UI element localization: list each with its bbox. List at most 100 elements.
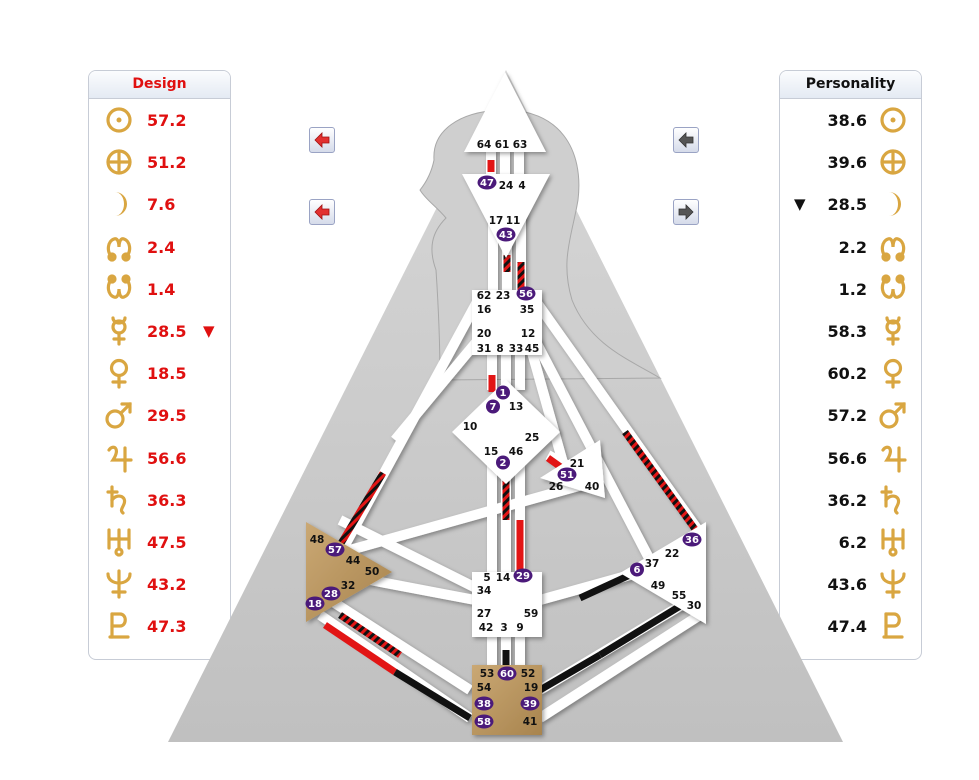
personality-row-mars: 57.2 (780, 397, 921, 433)
left-arrow-icon (314, 204, 330, 220)
gate-28-marker (321, 586, 341, 601)
left-arrow-icon (678, 132, 694, 148)
gate-25: 25 (525, 432, 540, 444)
design-row-moon: 7.6 (89, 186, 230, 222)
gate-2: 2 (500, 458, 507, 469)
personality-row-moon: 28.5▼ (780, 186, 921, 222)
gate-23: 23 (496, 290, 511, 302)
gate-26: 26 (549, 481, 564, 493)
gate-60: 60 (500, 669, 514, 680)
gate-38-marker (474, 696, 494, 711)
pluto-icon (108, 612, 130, 639)
gate-19: 19 (524, 682, 539, 694)
personality-value: 57.2 (827, 406, 867, 426)
personality-row-earth: 39.6 (780, 144, 921, 180)
personality-row-uranus: 6.2 (780, 524, 921, 560)
gate-48: 48 (310, 534, 325, 546)
gate-4: 4 (518, 180, 525, 192)
gate-21: 21 (570, 458, 585, 470)
personality-value: 56.6 (827, 448, 867, 468)
pluto-icon (882, 612, 904, 639)
sun-icon (106, 107, 132, 133)
gate-37: 37 (645, 558, 660, 570)
gate-24: 24 (499, 180, 514, 192)
gate-54: 54 (477, 682, 492, 694)
design-row-neptune: 43.2 (89, 566, 230, 602)
personality-row-pluto: 47.4 (780, 608, 921, 644)
personality-value: 58.3 (827, 322, 867, 341)
venus-icon (109, 359, 129, 389)
gate-11: 11 (506, 215, 521, 227)
gate-29: 29 (516, 571, 530, 582)
gate-42: 42 (479, 622, 494, 634)
gate-1-marker (496, 385, 510, 400)
gate-59: 59 (524, 608, 539, 620)
gate-51: 51 (560, 470, 574, 481)
gate-60-marker (497, 666, 517, 681)
gate-43-marker (496, 227, 516, 242)
moon-icon (115, 192, 127, 217)
design-value: 7.6 (147, 195, 176, 215)
design-row-uranus: 47.5 (89, 524, 230, 560)
design-row-pluto: 47.3 (89, 608, 230, 644)
uranus-icon (881, 528, 905, 557)
design-value: 43.2 (147, 575, 187, 595)
jupiter-icon (107, 445, 133, 473)
gate-46: 46 (509, 446, 524, 458)
mars-icon (879, 402, 906, 429)
personality-value: 60.2 (827, 364, 867, 384)
design-value: 29.5 (147, 406, 187, 426)
design-value: 2.4 (147, 237, 176, 257)
design-value: 47.5 (147, 533, 187, 552)
personality-value: 38.6 (827, 111, 867, 130)
gate-50: 50 (365, 566, 380, 578)
gate-49: 49 (651, 580, 666, 592)
gate-61: 61 (495, 139, 510, 151)
saturn-icon (106, 485, 127, 515)
gate-8: 8 (496, 343, 503, 355)
gate-52: 52 (521, 668, 536, 680)
personality-next-button[interactable] (673, 199, 699, 225)
g-center (452, 380, 560, 484)
south-node-icon (880, 274, 906, 299)
personality-value: 2.2 (838, 237, 867, 257)
gate-33: 33 (509, 343, 524, 355)
personality-prev-button[interactable] (673, 127, 699, 153)
activated-channel-segments (323, 160, 700, 721)
gate-29-marker (513, 568, 533, 583)
gate-7: 7 (490, 402, 497, 413)
gate-36-marker (682, 532, 702, 547)
north-node-icon (880, 236, 906, 262)
venus-icon (883, 359, 903, 389)
right-arrow-icon (678, 204, 694, 220)
personality-row-venus: 60.2 (780, 355, 921, 391)
gate-17: 17 (489, 215, 504, 227)
sacral-center (472, 572, 542, 637)
gate-43: 43 (499, 230, 513, 241)
gate-32: 32 (341, 580, 356, 592)
gate-58: 58 (477, 717, 491, 728)
personality-value: 47.4 (827, 617, 867, 637)
gate-38: 38 (477, 699, 491, 710)
neptune-icon (880, 569, 906, 599)
gate-22: 22 (665, 548, 680, 560)
design-row-earth: 51.2 (89, 144, 230, 180)
neptune-icon (106, 569, 132, 599)
design-row-sun: 57.2 (89, 102, 230, 138)
design-value: 1.4 (147, 279, 176, 299)
solar-plexus-center (620, 522, 706, 624)
gate-7-marker (486, 399, 500, 414)
gate-6: 6 (634, 565, 641, 576)
ajna-center (462, 174, 550, 258)
design-prev-button-1[interactable] (309, 127, 335, 153)
mercury-icon (111, 316, 127, 346)
gate-44: 44 (346, 555, 361, 567)
design-prev-button-2[interactable] (309, 199, 335, 225)
design-value: 18.5 (147, 364, 187, 384)
personality-value: 36.2 (827, 490, 867, 510)
gate-62: 62 (477, 290, 492, 302)
design-row-mars: 29.5 (89, 397, 230, 433)
